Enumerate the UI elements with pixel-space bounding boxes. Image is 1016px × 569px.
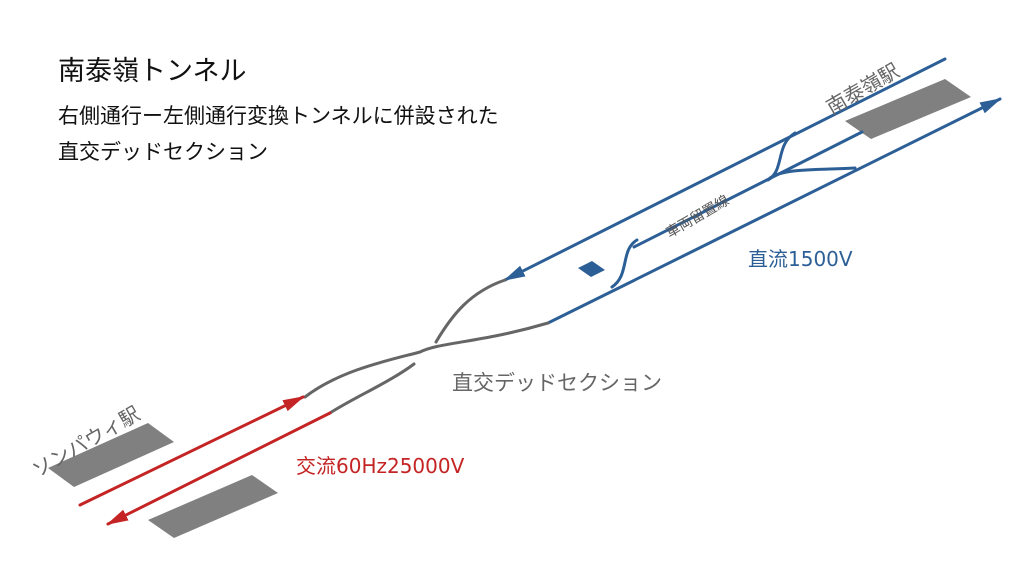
platform-north: [845, 79, 971, 139]
platform-south-upper: [48, 423, 174, 487]
title-block: 南泰嶺トンネル 右側通行ー左側通行変換トンネルに併設された 直交デッドセクション: [58, 52, 499, 170]
dead-section-label: 直交デッドセクション: [452, 371, 662, 395]
ac-voltage-label: 交流60Hz25000V: [296, 454, 465, 478]
dead-section-upper: [434, 278, 507, 344]
subtitle-line-1: 右側通行ー左側通行変換トンネルに併設された: [58, 104, 499, 128]
ac-track-upper: [78, 395, 305, 507]
page-title: 南泰嶺トンネル: [58, 56, 247, 87]
dead-section-tracks: [303, 278, 550, 415]
dead-section-lower: [328, 362, 416, 415]
dead-section-main: [303, 321, 550, 399]
dc-voltage-label: 直流1500V: [748, 247, 853, 271]
siding-car: [578, 261, 605, 277]
platform-south-lower: [148, 475, 278, 538]
siding-track: [632, 130, 864, 249]
dc-track-lower: [546, 97, 1002, 325]
ac-tracks: [78, 395, 332, 526]
dc-track-upper: [503, 57, 947, 282]
ac-track-lower: [106, 411, 332, 526]
siding-branch: [768, 166, 857, 180]
dc-tracks: [503, 57, 1002, 325]
crossover-lower: [610, 238, 639, 289]
subtitle-line-2: 直交デッドセクション: [58, 140, 268, 164]
subtitle: 右側通行ー左側通行変換トンネルに併設された 直交デッドセクション: [58, 98, 499, 170]
